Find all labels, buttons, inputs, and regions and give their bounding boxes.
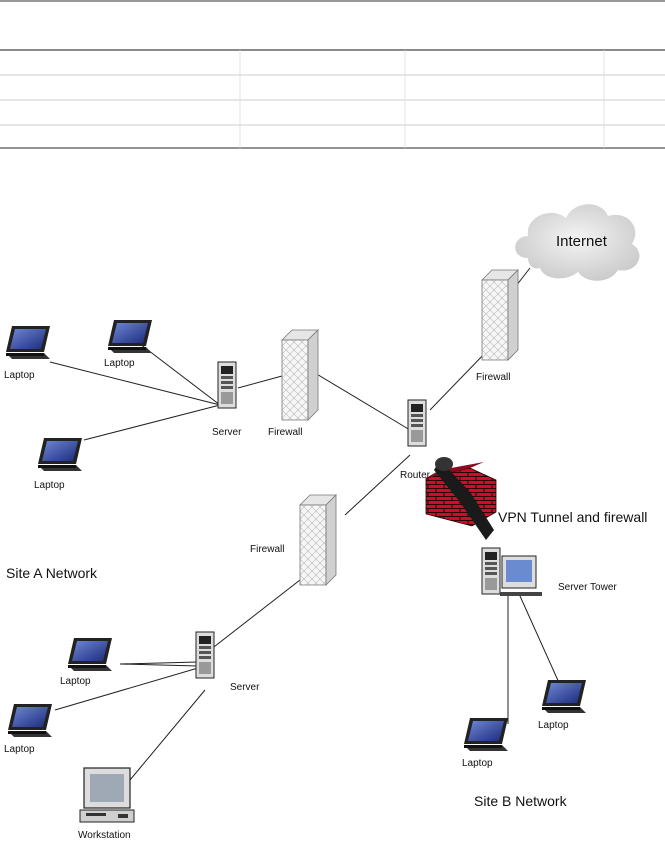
router-label: Router: [400, 470, 431, 481]
workstation-label: Workstation: [78, 830, 131, 841]
laptop-5-label: Laptop: [4, 744, 35, 755]
link-laptop3-server: [83, 404, 221, 441]
link-laptop4b-server: [119, 663, 199, 667]
workstation-icon: [79, 767, 135, 823]
laptop-icon: [6, 326, 50, 359]
router-icon: [407, 399, 427, 447]
site-a-label: Site A Network: [6, 565, 98, 581]
server-tower-label: Server Tower: [558, 582, 617, 593]
server-a-label: Server: [212, 427, 242, 438]
server-icon: [195, 631, 215, 679]
vpn-firewall-icon: [425, 457, 497, 540]
laptop-icon: [68, 638, 112, 671]
link-workstation-server: [129, 689, 206, 781]
server-tower-icon: [481, 547, 542, 596]
firewall-wall-icon: [299, 494, 337, 586]
links: [49, 267, 561, 781]
laptop-4-label: Laptop: [60, 676, 91, 687]
internet-cloud-icon: Internet: [515, 204, 640, 281]
laptop-1-label: Laptop: [4, 370, 35, 381]
link-firewall-router-a: [309, 369, 411, 431]
server-a2-label: Server: [230, 682, 260, 693]
laptop-2-label: Laptop: [104, 358, 135, 369]
internet-label: Internet: [556, 233, 608, 250]
laptop-6-label: Laptop: [462, 758, 493, 769]
firewall-top-label: Firewall: [476, 372, 510, 383]
link-laptop4-server: [119, 661, 199, 665]
firewall-mid-label: Firewall: [250, 544, 284, 555]
firewall-wall-icon: [481, 269, 519, 361]
laptop-icon: [8, 704, 52, 737]
firewall-a-label: Firewall: [268, 427, 302, 438]
link-firewall-router: [429, 349, 489, 411]
link-router-firewall-mid: [344, 454, 411, 516]
link-firewall-mid-server: [209, 579, 301, 651]
vpn-label: VPN Tunnel and firewall: [498, 509, 647, 525]
link-laptop5-server: [54, 667, 199, 711]
header-table: [0, 0, 665, 149]
laptop-icon: [464, 718, 508, 751]
laptop-icon: [108, 320, 152, 353]
laptop-7-label: Laptop: [538, 720, 569, 731]
laptop-icon: [542, 680, 586, 713]
link-laptop2-server: [139, 343, 221, 406]
laptop-icon: [38, 438, 82, 471]
link-laptop1-server: [49, 361, 221, 406]
firewall-wall-icon: [281, 329, 319, 421]
link-server-firewall: [237, 375, 283, 389]
link-tower-laptop7: [519, 595, 561, 686]
laptop-3-label: Laptop: [34, 480, 65, 491]
site-b-label: Site B Network: [474, 793, 568, 809]
server-icon: [217, 361, 237, 409]
